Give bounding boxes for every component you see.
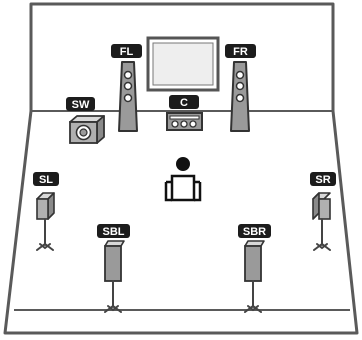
center-speaker-icon	[166, 112, 203, 131]
badge-sw	[66, 97, 95, 111]
stand-icon	[313, 218, 331, 251]
label-sr: SR	[315, 174, 330, 186]
speaker-fr: FR	[225, 44, 256, 132]
badge-fl	[111, 44, 142, 58]
speaker-c: C	[166, 95, 203, 131]
badge-sl	[33, 172, 59, 186]
tv-icon	[146, 36, 220, 92]
label-fr: FR	[233, 46, 248, 58]
speaker-sr: SR	[310, 172, 336, 251]
surround-speaker-icon	[244, 240, 265, 282]
badge-sr	[310, 172, 336, 186]
label-c: C	[180, 97, 188, 109]
surround-speaker-icon	[36, 192, 55, 220]
subwoofer-icon	[69, 115, 105, 144]
stand-icon	[244, 280, 262, 313]
label-sbr: SBR	[243, 226, 266, 238]
label-fl: FL	[120, 46, 134, 58]
surround-speaker-icon	[312, 192, 331, 220]
badge-sbr	[238, 224, 271, 238]
speaker-sbr: SBR	[238, 224, 271, 313]
surround-speaker-icon	[104, 240, 125, 282]
speaker-sl: SL	[33, 172, 59, 251]
badge-sbl	[97, 224, 130, 238]
stand-icon	[104, 280, 122, 313]
label-sw: SW	[72, 99, 90, 111]
stand-icon	[36, 218, 54, 251]
badge-fr	[225, 44, 256, 58]
speaker-sw: SW	[66, 97, 105, 144]
floor-speaker-icon	[230, 61, 250, 132]
speaker-fl: FL	[111, 44, 142, 132]
badge-c	[169, 95, 199, 109]
speaker-sbl: SBL	[97, 224, 130, 313]
floor-speaker-icon	[118, 61, 138, 132]
listener-icon	[164, 157, 202, 202]
label-sbl: SBL	[103, 226, 125, 238]
label-sl: SL	[39, 174, 53, 186]
